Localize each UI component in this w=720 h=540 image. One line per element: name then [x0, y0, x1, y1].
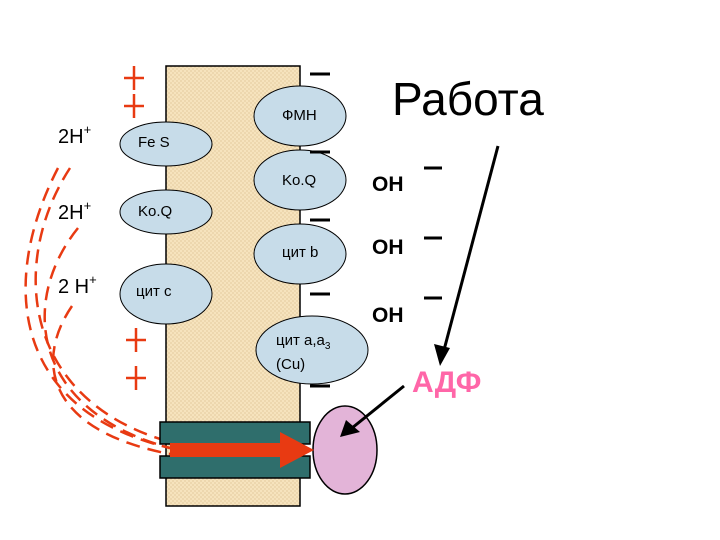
carrier-label-fes: Fe S: [138, 134, 170, 151]
proton-label-3: 2 H+: [58, 272, 97, 298]
atp-synthase-head: [312, 405, 378, 495]
proton-label-1: 2H+: [58, 122, 92, 148]
carrier-label-cyt-b: цит b: [282, 244, 319, 261]
carrier-label-cyt-aa3: цит a,a3 (Cu): [276, 332, 331, 373]
proton-flow-arrowhead: [280, 432, 314, 468]
proton-return-path: [24, 167, 171, 456]
carrier-label-koq-right: Ko.Q: [282, 172, 317, 189]
carrier-fmn: [253, 85, 347, 147]
work-to-adp-arrow: [434, 145, 500, 366]
carrier-koq-left: [119, 189, 213, 235]
proton-label-2: 2H+: [58, 198, 92, 224]
hydroxide-label-1: OH: [372, 173, 404, 196]
proton-flow-shaft: [170, 443, 282, 457]
plus-signs: [124, 66, 146, 390]
adp-label: АДФ: [412, 366, 482, 399]
carrier-koq-right: [253, 149, 347, 211]
adp-to-synthase-arrow: [340, 384, 405, 437]
hydroxide-label-2: OH: [372, 236, 404, 259]
carrier-label-cyt-c: цит c: [136, 283, 172, 300]
carrier-label-koq-left: Ko.Q: [138, 203, 173, 220]
work-title: Работа: [392, 73, 544, 125]
carrier-cyt-c: [119, 263, 213, 325]
carrier-cyt-b: [253, 223, 347, 285]
hydroxide-label-3: OH: [372, 304, 404, 327]
minus-signs: [310, 72, 442, 388]
carrier-fes: [119, 121, 213, 167]
carrier-label-fmn: ФМН: [282, 107, 317, 124]
carrier-cyt-aa3: [255, 315, 369, 385]
